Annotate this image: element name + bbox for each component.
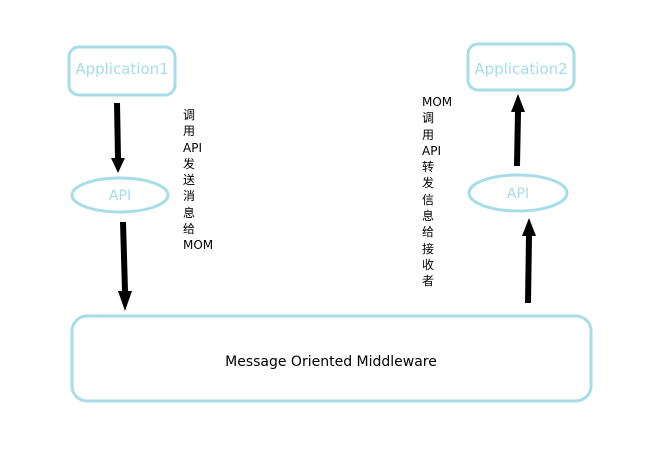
annotation-char: 收 <box>422 257 435 272</box>
annotation-char: 息 <box>183 205 196 220</box>
annotation-char: 转 <box>422 160 435 175</box>
right-annotation: MOM 调 用 API 转 发 信 息 给 接 收 者 <box>422 94 452 290</box>
annotation-char: 给 <box>183 222 196 237</box>
annotation-char: 调 <box>183 108 196 122</box>
application1-node: Application1 <box>67 45 177 97</box>
mom-label: Message Oriented Middleware <box>225 354 437 370</box>
annotation-char: 接 <box>422 241 435 256</box>
annotation-char: 送 <box>183 173 196 188</box>
annotation-char: 者 <box>422 274 435 289</box>
api-right-label: API <box>507 186 529 202</box>
arrow-app1-to-api <box>111 103 125 173</box>
annotation-char: 给 <box>422 225 435 240</box>
api-left-label: API <box>109 188 131 204</box>
annotation-char: 信 <box>422 192 435 207</box>
arrow-mom-to-api <box>522 218 536 303</box>
left-annotation: 调 用 API 发 送 消 息 给 MOM <box>183 107 213 254</box>
annotation-char: 发 <box>183 156 196 171</box>
arrow-api-to-app2 <box>511 94 525 166</box>
annotation-char: 用 <box>422 127 435 142</box>
annotation-char: 发 <box>422 176 435 191</box>
application2-label: Application2 <box>474 60 567 78</box>
application2-node: Application2 <box>466 42 576 92</box>
annotation-char: 调 <box>422 111 435 126</box>
annotation-char: API <box>422 143 441 158</box>
mom-node: Message Oriented Middleware <box>70 314 593 403</box>
annotation-char: API <box>183 140 202 155</box>
annotation-char: MOM <box>422 95 453 109</box>
annotation-char: 用 <box>183 124 196 139</box>
annotation-char: MOM <box>183 238 214 253</box>
annotation-char: 息 <box>422 209 435 224</box>
annotation-char: 消 <box>183 189 196 204</box>
api-left-node: API <box>70 176 170 214</box>
arrow-api-to-mom <box>118 222 132 311</box>
application1-label: Application1 <box>75 60 168 78</box>
api-right-node: API <box>467 173 569 213</box>
